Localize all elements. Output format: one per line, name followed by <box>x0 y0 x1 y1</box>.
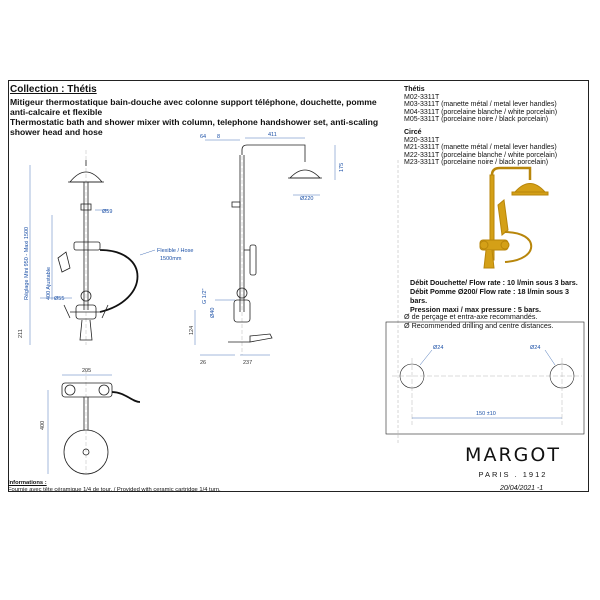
drilling-title-fr: Ø de perçage et entra-axe recommandés. <box>404 312 538 321</box>
dim-top-411: 411 <box>268 132 277 138</box>
side-dimensions <box>194 137 336 356</box>
brand-logo: MARGOT <box>465 444 561 466</box>
drill-span: 150 ±10 <box>476 411 496 417</box>
dim-adjustable: 400 Ajustable <box>46 267 52 300</box>
dim-d55: Ø55 <box>54 296 64 302</box>
dim-g12: G 1/2" <box>202 289 208 304</box>
dim-h211: 211 <box>18 329 24 338</box>
dim-d59: Ø59 <box>102 209 112 215</box>
description-fr: Mitigeur thermostatique bain-douche avec… <box>10 97 377 117</box>
model-item: M02-3311T <box>404 93 440 101</box>
model-group-title: Thétis <box>404 86 425 93</box>
model-item: M04-3311T (porcelaine blanche / white po… <box>404 108 558 116</box>
model-item: M21-3311T (manette métal / metal lever h… <box>404 144 557 152</box>
drilling-title-en: Ø Recommended drilling and centre distan… <box>404 321 554 330</box>
front-dimensions <box>29 165 156 345</box>
drill-dia-right: Ø24 <box>530 345 540 351</box>
model-group-title: Circé <box>404 128 422 136</box>
dim-26: 26 <box>200 360 206 366</box>
dim-205: 205 <box>82 368 91 374</box>
dim-top-8: 8 <box>217 134 220 140</box>
dim-175: 175 <box>339 163 345 172</box>
dim-400: 400 <box>40 421 46 430</box>
side-view <box>228 144 322 355</box>
model-item: M20-3311T <box>404 136 440 144</box>
collection-title: Collection : Thétis <box>10 84 97 95</box>
dim-d220: Ø220 <box>300 196 313 202</box>
information-text: Fournie avec tête céramique 1/4 de tour.… <box>8 487 221 493</box>
title-block: Collection : Thétis Mitigeur thermostati… <box>10 84 395 137</box>
doc-date: 20/04/2021 -1 <box>500 485 544 492</box>
information-block: Informations : Fournie avec tête céramiq… <box>8 480 408 494</box>
dim-124: 124 <box>189 326 195 335</box>
drawing-frame <box>8 80 589 492</box>
model-list: Thétis M02-3311T M03-3311T (manette méta… <box>404 86 584 167</box>
product-render <box>479 166 549 269</box>
brand-city: PARIS . 1912 <box>478 470 548 479</box>
hose-label: Flexible / Hose <box>157 248 193 254</box>
drilling-title: Ø de perçage et entra-axe recommandés. Ø… <box>404 312 584 330</box>
drill-dia-left: Ø24 <box>433 345 443 351</box>
hose-length: 1500mm <box>160 256 182 262</box>
flow-specs: Débit Douchette/ Flow rate : 10 l/min so… <box>410 278 588 314</box>
model-item: M03-3311T (manette métal / metal lever h… <box>404 101 557 109</box>
dim-top-64: 64 <box>200 134 206 140</box>
spec-line: Débit Douchette/ Flow rate : 10 l/min so… <box>410 278 578 287</box>
description-en: Thermostatic bath and shower mixer with … <box>10 117 379 137</box>
model-item: M23-3311T (porcelaine noire / black porc… <box>404 159 549 167</box>
information-title: Informations : <box>8 480 47 486</box>
dim-237: 237 <box>243 360 252 366</box>
dim-d40: Ø40 <box>210 308 216 318</box>
drilling-diagram <box>385 321 585 435</box>
spec-line: Débit Pomme Ø200/ Flow rate : 18 l/min s… <box>410 287 569 305</box>
top-view <box>61 370 141 475</box>
spec-line: Pression maxi / max pressure : 5 bars. <box>410 305 542 314</box>
dim-height-range: Réglage Mini 950 - Maxi 1500 <box>24 227 30 300</box>
front-view <box>57 150 139 345</box>
model-item: M22-3311T (porcelaine blanche / white po… <box>404 151 558 159</box>
top-dimensions <box>47 374 112 474</box>
model-item: M05-3311T (porcelaine noire / black porc… <box>404 116 549 124</box>
